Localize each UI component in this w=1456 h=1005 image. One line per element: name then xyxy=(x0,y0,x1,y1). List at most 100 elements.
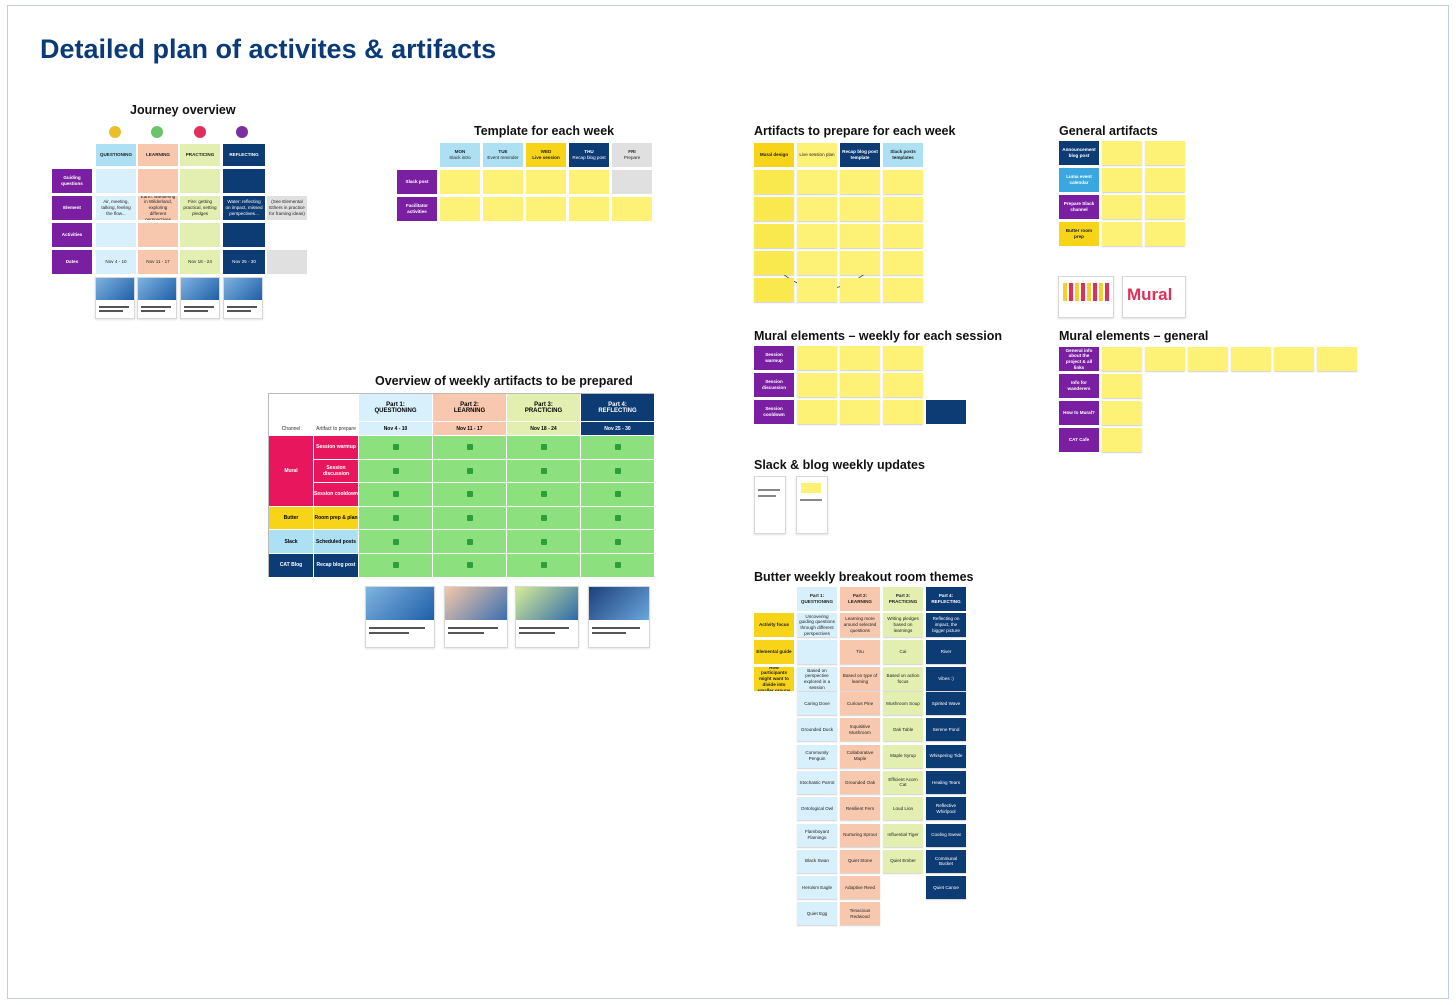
check-icon xyxy=(614,562,621,569)
artifact-header: Recap blog post template xyxy=(840,143,880,167)
breakout-room[interactable]: Grounded Oak xyxy=(840,770,880,794)
breakout-room[interactable]: Ontological Owl xyxy=(797,797,837,821)
butter-focus: Writing pledges based on learnings xyxy=(883,613,923,637)
artifact-cell: Session warmup xyxy=(314,436,359,460)
breakout-room[interactable]: Maple Syrup xyxy=(883,744,923,768)
mural-weekly-note xyxy=(883,346,923,370)
breakout-room[interactable]: Curious Pine xyxy=(840,692,880,715)
breakout-room[interactable]: Collaborative Maple xyxy=(840,744,880,768)
check-cell xyxy=(507,483,581,507)
slack-update-thumbnail[interactable] xyxy=(754,476,786,534)
breakout-room[interactable]: Spirited Wave xyxy=(926,692,966,715)
check-cell xyxy=(359,483,433,507)
breakout-room[interactable]: Healing Tears xyxy=(926,770,966,794)
butter-divide: Based on action focus xyxy=(883,667,923,691)
breakout-room[interactable]: Reflective Whirlpool xyxy=(926,797,966,821)
mural-general-note xyxy=(1145,347,1185,371)
recap-thumbnail[interactable] xyxy=(365,586,435,648)
breakout-room[interactable]: Cooling Sweat xyxy=(926,823,966,847)
breakout-room[interactable]: Nurturing Sprout xyxy=(840,823,880,847)
butter-row-label: How participants might want to divide in… xyxy=(754,667,794,691)
mural-general-note xyxy=(1102,347,1142,371)
element-note: Water: reflecting on impact, missed pers… xyxy=(223,196,265,220)
breakout-room[interactable]: Black Swan xyxy=(797,849,837,873)
butter-guide: Tiru xyxy=(840,640,880,664)
recap-thumbnail[interactable] xyxy=(515,586,579,648)
mural-weekly-note xyxy=(797,400,837,424)
check-cell xyxy=(359,459,433,484)
breakout-room[interactable]: Serene Pond xyxy=(926,718,966,742)
journey-title: Journey overview xyxy=(130,103,236,117)
row-activities: Activities xyxy=(52,223,92,247)
general-artifact-note xyxy=(1145,168,1185,192)
artifact-header: Artifact to prepare xyxy=(314,422,359,436)
recap-thumbnail[interactable] xyxy=(588,586,650,648)
general-artifact-note xyxy=(1102,195,1142,219)
breakout-room[interactable]: Inquisitive Mushroom xyxy=(840,718,880,742)
mural-logo-card: Mural xyxy=(1122,276,1186,318)
row-guiding-questions: Guiding questions xyxy=(52,169,92,193)
breakout-room[interactable]: Quiet Ember xyxy=(883,849,923,873)
check-icon xyxy=(466,444,473,451)
part-dates: Nov 18 - 24 xyxy=(507,422,581,436)
breakout-room[interactable]: Efficient Acorn Cat xyxy=(883,770,923,794)
breakout-room[interactable]: Resilient Fern xyxy=(840,797,880,821)
breakout-room[interactable]: Quiet Egg xyxy=(797,902,837,926)
breakout-room[interactable]: Whispering Tide xyxy=(926,744,966,768)
breakout-room[interactable]: Loud Lion xyxy=(883,797,923,821)
check-icon xyxy=(466,515,473,522)
check-icon xyxy=(466,467,473,474)
butter-guide xyxy=(797,640,837,664)
blog-thumbnail[interactable] xyxy=(223,277,263,319)
mural-weekly-item: Session discussion xyxy=(754,373,794,397)
breakout-room[interactable]: Quiet Stone xyxy=(840,849,880,873)
template-note xyxy=(526,197,566,221)
check-icon xyxy=(540,562,547,569)
blog-thumbnail[interactable] xyxy=(137,277,177,319)
breakout-room[interactable]: Mushroom Soup xyxy=(883,692,923,715)
breakout-room[interactable]: Grounded Duck xyxy=(797,718,837,742)
breakout-room[interactable]: Caring Dove xyxy=(797,692,837,715)
breakout-room[interactable]: Heroism Eagle xyxy=(797,876,837,900)
breakout-room[interactable]: Stochastic Parrot xyxy=(797,770,837,794)
check-icon xyxy=(392,562,399,569)
blog-thumbnail[interactable] xyxy=(95,277,135,319)
part-dates: Nov 11 - 17 xyxy=(433,422,507,436)
template-note xyxy=(612,170,652,194)
mural-weekly-note xyxy=(840,346,880,370)
breakout-room[interactable]: Quiet Canoe xyxy=(926,876,966,900)
overview-title: Overview of weekly artifacts to be prepa… xyxy=(375,374,633,388)
check-cell xyxy=(581,554,655,578)
breakout-room[interactable]: Communal Bucket xyxy=(926,849,966,873)
mural-board-thumbnail[interactable] xyxy=(1058,276,1114,318)
butter-focus: Reflecting on impact, the bigger picture xyxy=(926,613,966,637)
breakout-room[interactable]: Flamboyant Flamingo xyxy=(797,823,837,847)
mural-general-note xyxy=(1231,347,1271,371)
artifact-note xyxy=(754,278,794,302)
breakout-room[interactable]: Influential Tiger xyxy=(883,823,923,847)
date-note: Nov 18 - 24 xyxy=(180,250,220,274)
general-artifact: Prepare Slack channel xyxy=(1059,195,1099,219)
check-cell xyxy=(433,436,507,460)
artifact-header: Mural design xyxy=(754,143,794,167)
mural-general-note xyxy=(1102,401,1142,425)
check-icon xyxy=(392,491,399,498)
blog-thumbnail[interactable] xyxy=(180,277,220,319)
check-cell xyxy=(433,530,507,554)
breakout-room[interactable]: Adaptive Reed xyxy=(840,876,880,900)
recap-thumbnail[interactable] xyxy=(444,586,508,648)
mural-general-note xyxy=(1102,428,1142,452)
part-header: Part 1:QUESTIONING xyxy=(359,394,433,422)
breakout-room[interactable]: Community Penguin xyxy=(797,744,837,768)
breakout-room[interactable]: Oak Table xyxy=(883,718,923,742)
check-icon xyxy=(392,515,399,522)
fire-icon xyxy=(194,126,206,138)
check-cell xyxy=(581,436,655,460)
breakout-room[interactable]: Tenacious Redwood xyxy=(840,902,880,926)
mural-weekly-title: Mural elements – weekly for each session xyxy=(754,329,1003,343)
butter-guide: River xyxy=(926,640,966,664)
blog-update-thumbnail[interactable] xyxy=(796,476,828,534)
check-cell xyxy=(433,483,507,507)
